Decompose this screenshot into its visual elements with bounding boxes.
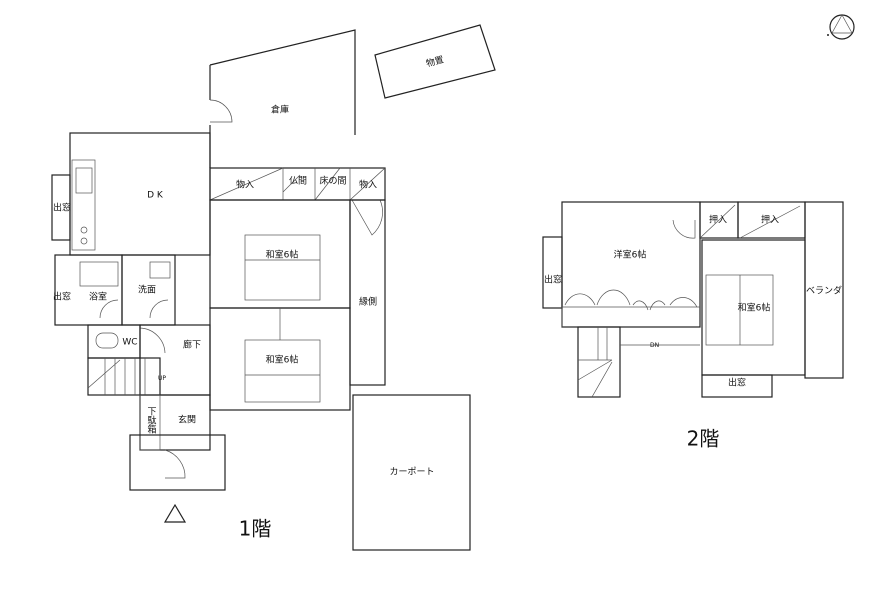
floor2-plan [542,201,844,398]
washitsu-upper-label: 和室6帖 [266,249,299,261]
south-bay-window-label: 出窓 [728,377,746,389]
bath-bay-window-label: 出窓 [53,291,71,303]
shed-label: 物置 [425,53,446,69]
dk-label: D K [147,191,164,201]
hallway [139,324,211,396]
carport-label: カーポート [389,467,434,478]
stair-up-label: UP [158,375,166,382]
stair-down-label: DN [650,342,659,349]
shoe-cabinet [139,394,161,451]
storage-walls [209,29,356,168]
carport [352,394,471,551]
engawa [349,199,386,386]
stove-icon [80,226,88,234]
wc-label: WC [122,338,137,348]
veranda [804,201,844,379]
closet-door [351,199,383,236]
hallway-label: 廊下 [183,339,201,351]
butsuma-label: 仏間 [289,176,307,187]
tokonoma-label: 床の間 [319,175,346,187]
closet-right-label: 物入 [359,179,377,191]
western-room [561,201,701,328]
porch [129,434,226,491]
washitsu-2f-label: 和室6帖 [738,302,771,314]
bathtub-icon [79,261,119,287]
stairs [87,357,161,396]
floor2-title: 2階 [687,427,720,451]
stairs-2f [577,326,621,398]
toilet-icon [95,332,119,349]
floor1-plan [51,24,496,551]
closet-left-label: 物入 [236,179,254,191]
bath-room [54,254,123,326]
western-room-label: 洋室6帖 [614,249,647,261]
west-bay-window [542,236,563,309]
floor1-title: 1階 [239,517,272,541]
storage-door [209,99,233,123]
bath-label: 浴室 [89,291,107,303]
washitsu-lower-label: 和室6帖 [266,354,299,366]
dk-room [69,132,211,256]
entrance-marker-icon [163,503,187,523]
south-bay-window [701,374,773,398]
veranda-label: ベランダ [806,285,842,297]
closet-a-label: 押入 [709,214,727,226]
north-compass-icon [827,14,855,40]
engawa-label: 縁側 [359,296,377,308]
dk-bay-window [51,174,71,241]
washbasin-icon [149,261,171,279]
storage-label: 倉庫 [271,104,289,116]
entrance-label: 玄関 [178,414,196,426]
shed-outline [374,24,496,99]
washroom-label: 洗面 [138,284,156,296]
west-bay-window-label: 出窓 [544,274,562,286]
sink-icon [75,167,93,194]
closet-b-label: 押入 [761,214,779,226]
kitchen-counter [71,159,96,251]
shoe-cabinet-label: 下駄箱 [146,407,157,435]
dk-bay-window-label: 出窓 [53,202,71,214]
